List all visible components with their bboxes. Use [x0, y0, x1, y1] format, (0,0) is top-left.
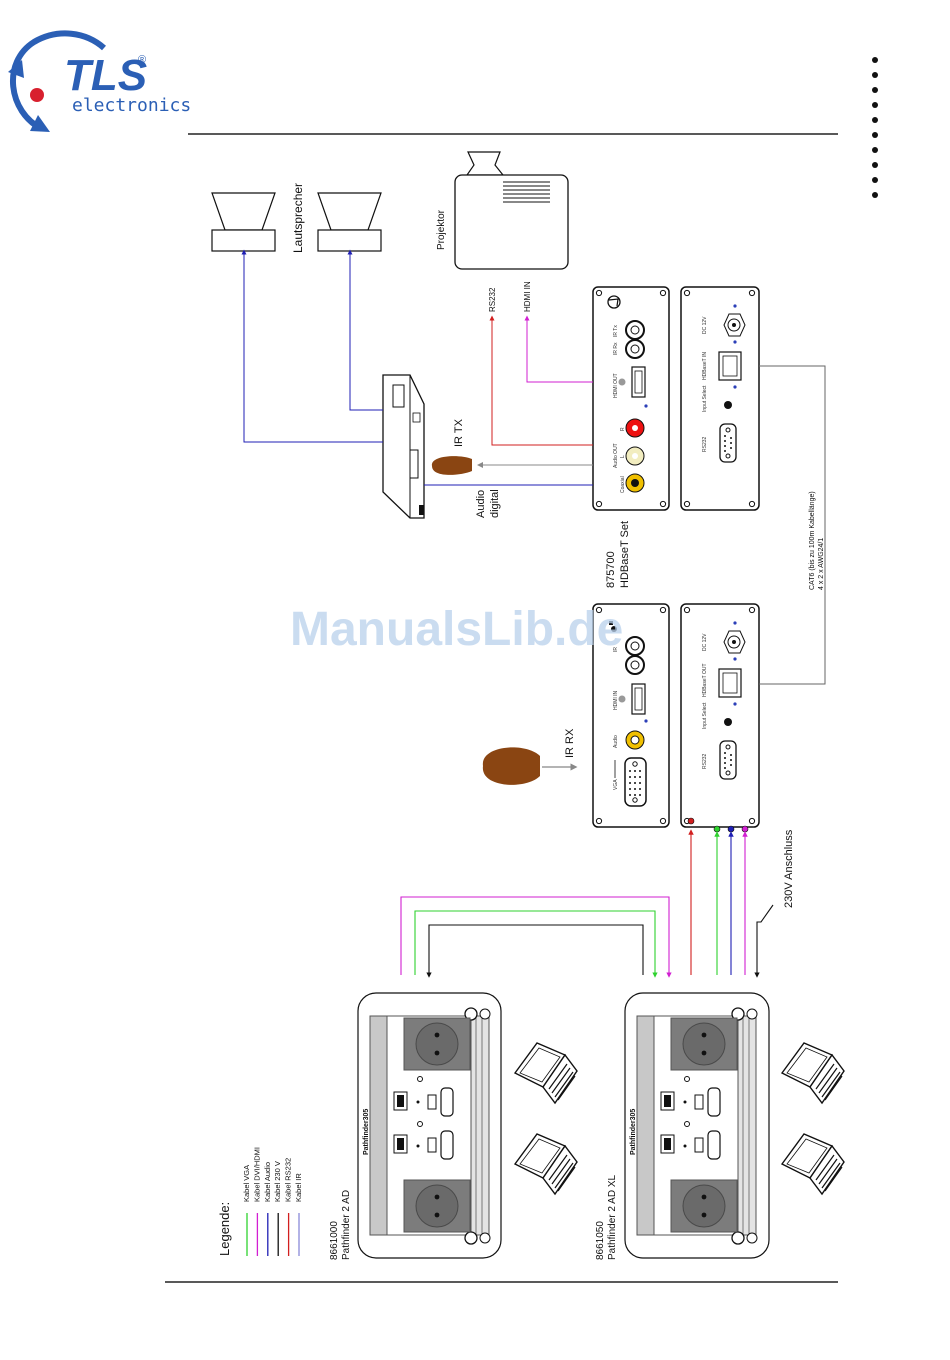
speaker-right	[317, 192, 382, 252]
laptop-2	[514, 1133, 578, 1195]
receiver-label-hdmi-out: HDMI OUT	[613, 373, 619, 398]
tls-mini-icon	[607, 295, 621, 309]
tls-mini-icon-tx	[609, 621, 617, 632]
hdbaset-receiver-back: DC 12V HDBaseT IN Input Select RS232	[680, 286, 760, 511]
logo-swoosh	[10, 30, 106, 132]
pathfinder-right-name: Pathfinder 2 AD XL	[607, 1175, 618, 1260]
projector	[454, 151, 569, 270]
logo-subtitle: electronics	[72, 95, 191, 116]
product-name-label: HDBaseT Set	[619, 521, 631, 588]
transmitter-vga-port	[624, 757, 647, 807]
ir-rx-sensor	[482, 747, 540, 785]
receiver-label-coaxial: Coaxial	[620, 476, 626, 493]
transmitter-label-ir: IR	[613, 647, 619, 652]
audio-digital-label-2: digital	[489, 489, 501, 518]
transmitter-label-vga: VGA	[613, 779, 619, 790]
rs232-label: RS232	[488, 287, 497, 312]
pathfinder-right: Pathfinder305	[624, 992, 770, 1259]
receiver-label-r: R	[620, 427, 626, 431]
laptop-1	[514, 1042, 578, 1104]
transmitter-label-hdmi-in: HDMI IN	[613, 690, 619, 710]
cat6-cable	[759, 365, 826, 685]
receiver-label-ir-tx: IR Tx	[613, 325, 619, 337]
receiver-label-hdbaset-in: HDBaseT IN	[702, 352, 708, 380]
product-number-label: 875700	[605, 551, 617, 588]
receiver-label-audio-out: Audio OUT	[613, 443, 619, 468]
power-label: 230V Anschluss	[783, 829, 795, 908]
speaker-cables	[241, 249, 383, 443]
receiver-label-l: L	[620, 455, 626, 458]
hdmi-in-label: HDMI IN	[523, 281, 532, 312]
legend-title: Legende:	[217, 1202, 232, 1256]
receiver-label-input-select: Input Select	[702, 385, 708, 412]
cable-label-1: CAT6 (bis zu 100m Kabellänge)	[809, 491, 816, 590]
pathfinder-cables	[400, 829, 774, 978]
transmitter-rs232-port	[719, 740, 737, 780]
projector-label: Projektor	[436, 209, 447, 250]
transmitter-label-rs232: RS232	[702, 753, 708, 769]
pathfinder-right-number: 8661050	[595, 1221, 606, 1260]
logo-dot	[30, 88, 44, 102]
receiver-label-rs232: RS232	[702, 436, 708, 452]
ir-rx-label: IR RX	[564, 728, 576, 758]
hdbaset-receiver-front: IR Tx IR Rx HDMI OUT R Audio OUT L Coaxi…	[592, 286, 670, 511]
pathfinder-right-model: Pathfinder305	[630, 1109, 637, 1155]
audio-digital-label-1: Audio	[475, 490, 487, 518]
legend-label-5: Kabel IR	[294, 1173, 303, 1202]
hdbaset-transmitter-back: DC 12V HDBaseT OUT Input Select RS232	[680, 603, 760, 833]
tls-logo: TLS ® electronics	[8, 30, 191, 132]
pathfinder-left-model: Pathfinder305	[363, 1109, 370, 1155]
legend-label-2: Kabel Audio	[263, 1162, 272, 1202]
audio-amplifier	[382, 374, 425, 519]
pathfinder-left-number: 8661000	[329, 1221, 340, 1260]
receiver-input-select-button	[724, 401, 732, 409]
laptop-4	[781, 1133, 845, 1195]
legend-label-3: Kabel 230 V	[273, 1161, 282, 1202]
legend-label-0: Kabel VGA	[242, 1165, 251, 1202]
transmitter-input-select-button	[724, 718, 732, 726]
rs232-cable	[489, 315, 593, 446]
transmitter-label-dc: DC 12V	[702, 633, 708, 651]
cable-label-2: 4 x 2 x AWG24/1	[818, 538, 825, 590]
transmitter-label-input-select: Input Select	[702, 702, 708, 729]
hdbaset-transmitter-front: IR HDMI IN Audio VGA	[592, 603, 670, 828]
legend-label-1: Kabel DVI/HDMI	[252, 1147, 261, 1202]
ir-tx-emitter	[431, 456, 472, 475]
receiver-label-ir-rx: IR Rx	[613, 342, 619, 355]
legend-label-4: Kabel RS232	[284, 1158, 293, 1202]
ir-tx-label: IR TX	[453, 418, 465, 447]
page-dots	[872, 57, 878, 198]
watermark: ManualsLib.de	[290, 603, 623, 656]
hdmi-cable	[524, 315, 593, 383]
receiver-rs232-port	[719, 423, 737, 463]
speakers-label: Lautsprecher	[291, 183, 305, 253]
logo-registered: ®	[138, 54, 146, 66]
laptop-3	[781, 1042, 845, 1104]
speaker-left	[211, 192, 276, 252]
transmitter-label-hdbaset-out: HDBaseT OUT	[702, 663, 708, 697]
transmitter-label-audio: Audio	[613, 735, 619, 748]
pathfinder-left: Pathfinder305	[357, 992, 502, 1259]
pathfinder-left-name: Pathfinder 2 AD	[341, 1190, 352, 1260]
logo-text: TLS	[64, 51, 147, 100]
receiver-label-dc: DC 12V	[702, 316, 708, 334]
